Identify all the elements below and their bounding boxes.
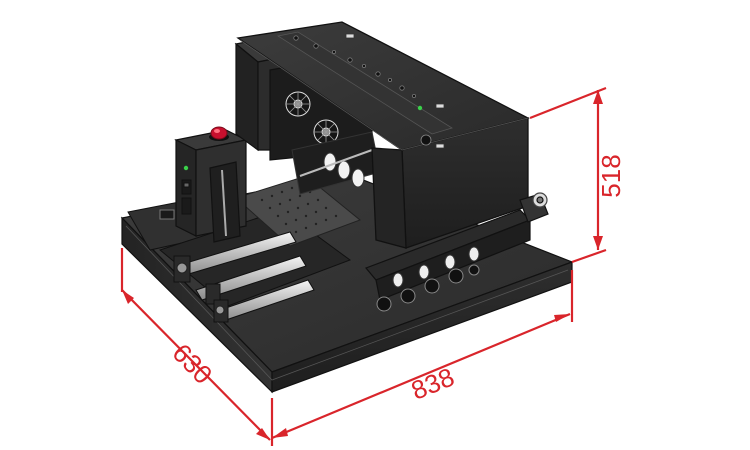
- status-light: [417, 105, 423, 111]
- lower-front-ports: [376, 264, 480, 312]
- indicator-light: [183, 165, 189, 171]
- depth-dimension-label: 630: [167, 338, 219, 390]
- control-tower: [174, 129, 248, 243]
- height-dimension-label: 518: [596, 154, 626, 197]
- power-switch-icon[interactable]: [181, 179, 192, 215]
- guide-knobs: [392, 246, 480, 288]
- cooling-fan-icon: [313, 119, 339, 145]
- dimension-arrows: [122, 90, 603, 440]
- emergency-stop-icon[interactable]: [209, 126, 229, 141]
- print-table: [235, 175, 361, 247]
- width-dimension-label: 838: [407, 362, 458, 406]
- top-panel-controls: [276, 31, 453, 149]
- print-table-holes: [260, 186, 338, 234]
- linear-rails: [173, 231, 315, 323]
- cooling-fan-icon: [285, 91, 311, 117]
- dimension-lines: [120, 86, 607, 446]
